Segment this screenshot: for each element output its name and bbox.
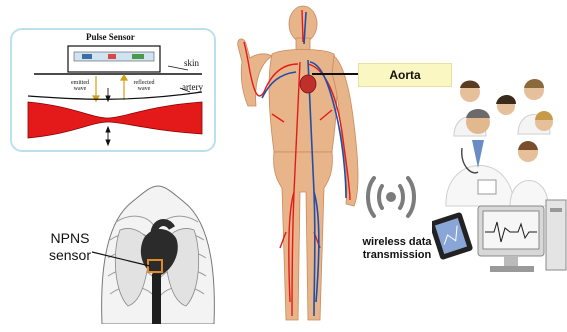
pulse-sensor-title: Pulse Sensor <box>86 32 135 42</box>
medical-team-image <box>432 76 567 286</box>
monitor-screen <box>478 206 544 272</box>
circulatory-system-figure <box>228 2 378 327</box>
chest-illustration <box>92 182 222 324</box>
skin-label: skin <box>184 58 199 68</box>
wireless-signal-icon <box>360 170 422 224</box>
artery-label: artery <box>182 82 203 92</box>
artery-shape <box>28 102 202 138</box>
heart-shape <box>300 75 316 93</box>
tablet-device <box>432 212 473 261</box>
pulse-sensor-schematic <box>12 30 218 154</box>
